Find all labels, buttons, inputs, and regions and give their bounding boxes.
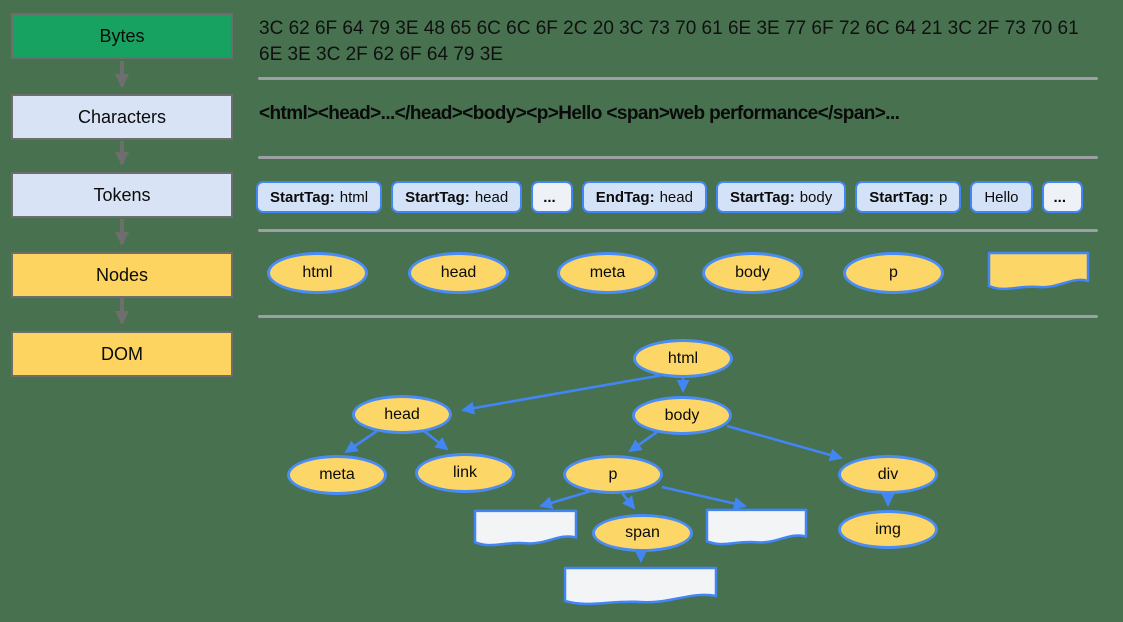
edge-body-div (726, 424, 843, 462)
stage-characters-label: Characters (77, 106, 167, 127)
dom-node-students-text: students (705, 508, 808, 548)
stage-tokens-label: Tokens (93, 184, 151, 205)
dom-node-head: head (352, 395, 452, 434)
token-ellipsis-1: ... (531, 181, 573, 213)
stage-dom-label: DOM (101, 343, 143, 364)
edge-head-link (423, 429, 449, 451)
document-shape (705, 508, 808, 548)
bytes-hex-text: 3C 62 6F 64 79 3E 48 65 6C 6C 6F 2C 20 3… (259, 16, 1079, 68)
node-p: p (843, 252, 944, 294)
node-head: head (408, 252, 509, 294)
dom-node-hello-text: Hello, (473, 509, 578, 549)
divider-3 (258, 229, 1098, 232)
edge-head-meta (344, 429, 378, 454)
bytes-hex-line-1: 3C 62 6F 64 79 3E 48 65 6C 6C 6F 2C 20 3… (259, 18, 1079, 39)
divider-2 (258, 156, 1098, 159)
divider-4 (258, 315, 1098, 318)
dom-node-link: link (415, 453, 515, 493)
stage-tokens: Tokens (11, 172, 233, 218)
stage-characters: Characters (11, 94, 233, 140)
token-starttag-head: StartTag:head (391, 181, 523, 213)
dom-node-span: span (592, 514, 693, 552)
token-hello: Hello (970, 181, 1033, 213)
edge-p-hello (539, 489, 592, 510)
token-starttag-html: StartTag:html (256, 181, 383, 213)
stage-bytes: Bytes (11, 13, 233, 59)
document-shape (987, 251, 1090, 293)
dom-node-body: body (632, 396, 732, 435)
token-starttag-p: StartTag:p (855, 181, 962, 213)
dom-node-web-performance-text: web performance (562, 566, 719, 608)
dom-node-div: div (838, 455, 938, 494)
token-row: StartTag:html StartTag:head ... EndTag:h… (256, 181, 1106, 213)
dom-node-p: p (563, 455, 663, 494)
dom-node-html: html (633, 339, 733, 378)
divider-1 (258, 77, 1098, 80)
edge-p-students (661, 485, 747, 510)
stage-dom: DOM (11, 331, 233, 377)
stage-bytes-label: Bytes (99, 25, 145, 46)
dom-node-meta: meta (287, 455, 387, 495)
bytes-hex-line-2: 6E 3E 3C 2F 62 6F 64 79 3E (259, 44, 503, 65)
document-shape (473, 509, 578, 549)
token-endtag-head: EndTag:head (581, 181, 707, 213)
node-body: body (702, 252, 803, 294)
edge-p-span (619, 491, 636, 510)
edge-html-head (461, 373, 664, 415)
edge-body-p (628, 430, 658, 453)
characters-markup-text: <html><head>...</head><body><p>Hello <sp… (259, 103, 900, 124)
token-starttag-body: StartTag:body (715, 181, 847, 213)
stage-nodes: Nodes (11, 252, 233, 298)
stage-nodes-label: Nodes (95, 264, 149, 285)
node-hello-textnode: Hello (987, 251, 1090, 293)
dom-node-img: img (838, 510, 938, 549)
document-shape (562, 566, 719, 608)
node-meta: meta (557, 252, 658, 294)
token-ellipsis-2: ... (1041, 181, 1084, 213)
node-html: html (267, 252, 368, 294)
